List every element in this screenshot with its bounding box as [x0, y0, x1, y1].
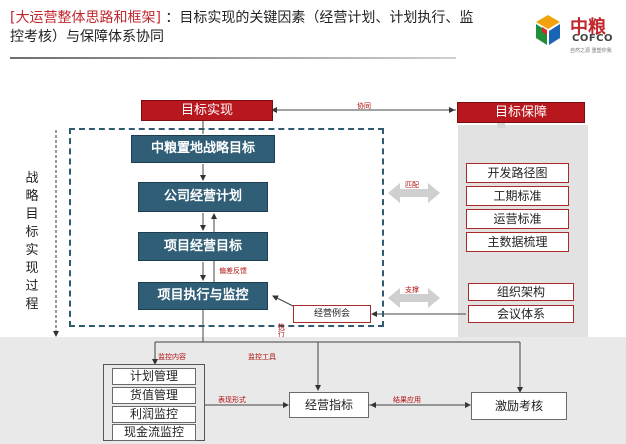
guarantee-item-schedule: 工期标准 — [466, 186, 569, 206]
project-goal-box: 项目经营目标 — [138, 232, 268, 261]
title-bracket-open: [ — [10, 10, 16, 26]
goal-realization-box: 目标实现 — [141, 100, 273, 121]
page-title: [大运营整体思路和框架] ：目标实现的关键因素（经营计划、计划执行、监控考核）与… — [10, 9, 480, 47]
meeting-box: 经营例会 — [293, 305, 371, 323]
guarantee-item-meetings: 会议体系 — [468, 305, 574, 323]
result-label: 结果应用 — [393, 396, 421, 404]
monitor-item-value: 货值管理 — [112, 387, 196, 404]
indicator-box: 经营指标 — [289, 392, 369, 418]
guarantee-item-org: 组织架构 — [468, 283, 574, 301]
logo-tagline: 自然之源 重塑你我 — [570, 48, 612, 54]
goal-process-frame — [69, 128, 384, 327]
strategic-goal-box: 中粮置地战略目标 — [131, 135, 275, 163]
business-plan-box: 公司经营计划 — [138, 182, 268, 212]
support-label: 支撑 — [405, 286, 419, 294]
form-label: 表现形式 — [218, 396, 246, 404]
title-rest: ：目标实现的关键因素（经营计划、计划执行、监控考核）与保障体系协同 — [10, 10, 474, 45]
synergy-label: 协同 — [357, 102, 371, 110]
feedback-label: 偏差反馈 — [219, 267, 247, 275]
monitor-item-plan: 计划管理 — [112, 368, 196, 385]
execution-box: 项目执行与监控 — [138, 282, 268, 310]
guarantee-item-dev-path: 开发路径图 — [466, 163, 569, 183]
guarantee-item-ops-std: 运营标准 — [466, 209, 569, 229]
incentive-box: 激励考核 — [471, 392, 567, 420]
guarantee-item-master-data: 主数据梳理 — [466, 232, 569, 252]
monitor-item-profit: 利润监控 — [112, 406, 196, 423]
monitor-tools-label: 监控工具 — [248, 353, 276, 361]
title-rule — [10, 57, 456, 59]
monitor-content-label: 监控内容 — [158, 353, 186, 361]
monitor-item-cashflow: 现金流监控 — [112, 424, 196, 441]
goal-guarantee-box: 目标保障 — [457, 102, 585, 123]
logo-chinese: 中粮 — [570, 17, 606, 38]
title-bracket-close: ] — [155, 10, 161, 26]
cofco-logo-icon — [536, 15, 560, 45]
execution-label: 执行 — [278, 323, 285, 338]
guarantee-panel — [458, 125, 588, 337]
logo-english: COFCO — [572, 33, 614, 44]
title-highlight: 大运营整体思路和框架 — [15, 10, 156, 26]
match-label: 匹配 — [405, 181, 419, 189]
strategy-process-label: 战略目标实现过程 — [25, 171, 39, 312]
